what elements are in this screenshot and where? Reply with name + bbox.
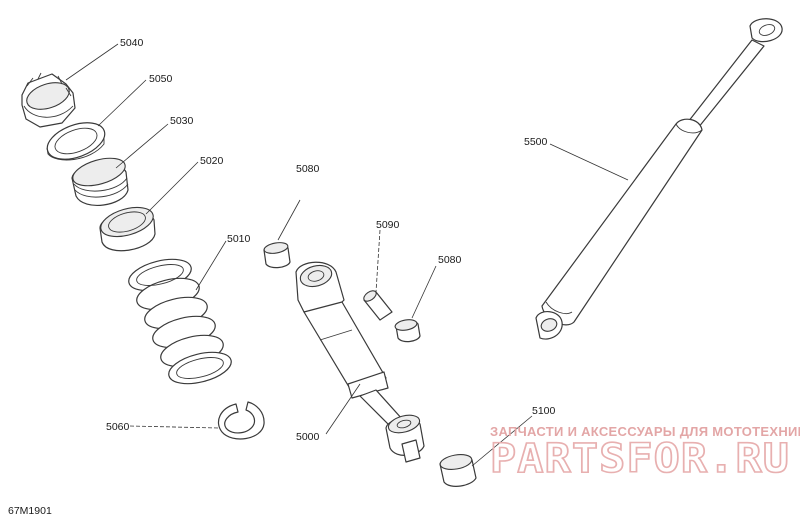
watermark: ЗАПЧАСТИ И АКСЕССУАРЫ ДЛЯ МОТОТЕХНИКИ PA… bbox=[489, 424, 800, 483]
callout-5000: 5000 bbox=[296, 431, 320, 443]
figure-code: 67M1901 bbox=[8, 505, 52, 517]
callout-5030: 5030 bbox=[170, 115, 194, 127]
callout-5040: 5040 bbox=[120, 37, 144, 49]
callout-5100: 5100 bbox=[532, 405, 556, 417]
damper-5500 bbox=[535, 18, 783, 340]
callout-5020: 5020 bbox=[200, 155, 224, 167]
bushing-5100 bbox=[439, 454, 477, 487]
callout-5050: 5050 bbox=[149, 73, 173, 85]
washer-5050 bbox=[46, 122, 106, 161]
callout-5060: 5060 bbox=[106, 421, 130, 433]
callout-5090: 5090 bbox=[376, 219, 400, 231]
bushing-5080-upper bbox=[263, 242, 291, 269]
watermark-tagline: ЗАПЧАСТИ И АКСЕССУАРЫ ДЛЯ МОТОТЕХНИКИ bbox=[490, 424, 800, 439]
coil-spring-5010 bbox=[128, 258, 232, 385]
watermark-logo: PARTSFOR.RU bbox=[490, 436, 790, 482]
callout-5500: 5500 bbox=[524, 136, 548, 148]
adjuster-ring-5030 bbox=[71, 157, 129, 206]
lock-ring-5020 bbox=[99, 206, 156, 252]
sleeve-5090 bbox=[363, 290, 393, 321]
spring-cap-5040 bbox=[21, 72, 76, 128]
callout-5080-lower: 5080 bbox=[438, 254, 462, 266]
split-clip-5060 bbox=[217, 401, 265, 440]
callout-5080-upper: 5080 bbox=[296, 163, 320, 175]
callout-labels: 5040 5050 5030 5020 5010 5060 5080 5090 … bbox=[8, 37, 556, 517]
shock-absorber-5000 bbox=[295, 261, 425, 463]
callout-5010: 5010 bbox=[227, 233, 251, 245]
bushing-5080-lower bbox=[394, 319, 421, 343]
leader-lines bbox=[65, 43, 629, 467]
